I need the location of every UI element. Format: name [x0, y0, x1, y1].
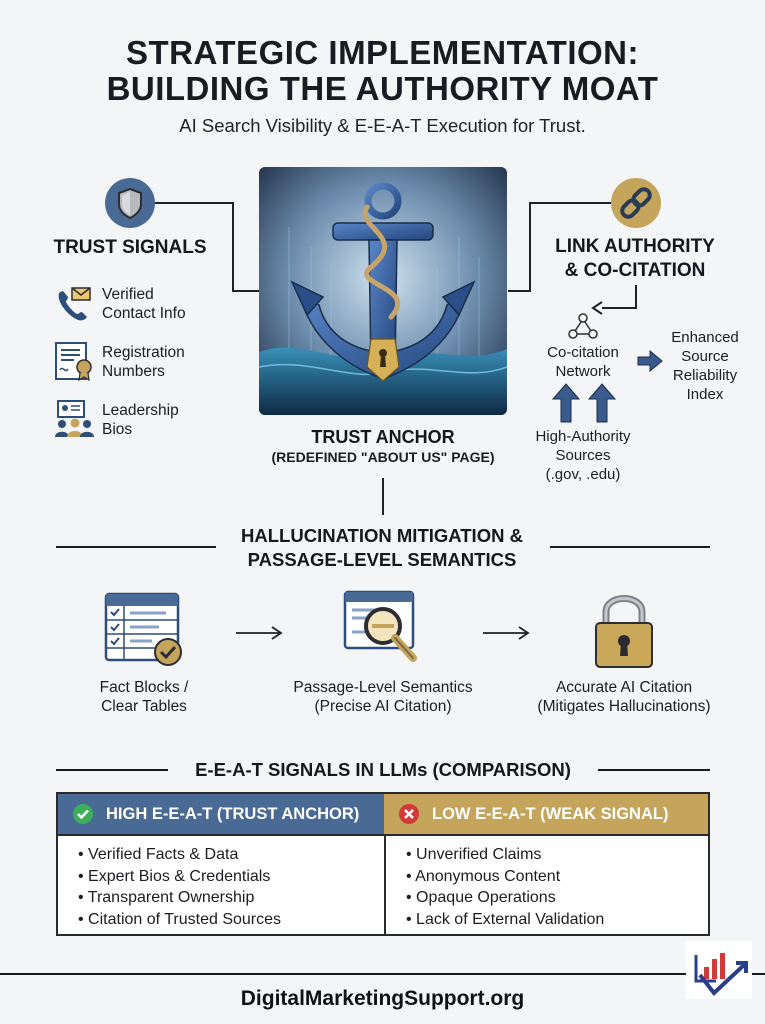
chart-arrow-logo-icon [694, 953, 748, 996]
divider-left [56, 769, 168, 771]
footer-divider [0, 973, 765, 975]
header-divider [58, 834, 708, 836]
trust-anchor-sublabel: (REDEFINED "ABOUT US" PAGE) [271, 449, 495, 465]
high-eeat-header: HIGH E-E-A-T (TRUST ANCHOR) [58, 794, 384, 834]
list-item: Verified Facts & Data [78, 844, 281, 866]
arrow-right-icon [637, 349, 663, 378]
list-item: Citation of Trusted Sources [78, 909, 281, 931]
list-item: Anonymous Content [406, 866, 604, 888]
hallucination-heading: HALLUCINATION MITIGATION & PASSAGE-LEVEL… [241, 525, 523, 570]
arrow-up-icon [587, 383, 617, 428]
arrow-right-icon [481, 625, 531, 646]
step-accurate-citation-label: Accurate AI Citation (Mitigates Hallucin… [537, 679, 711, 715]
check-circle-icon [73, 804, 93, 824]
table-check-icon [104, 592, 184, 673]
arrow-right-icon [234, 625, 284, 646]
connector-lines [152, 202, 637, 515]
eeat-heading: E-E-A-T SIGNALS IN LLMs (COMPARISON) [195, 759, 571, 780]
certificate-icon [54, 341, 94, 386]
anchor-illustration [259, 167, 507, 415]
low-eeat-label: LOW E-E-A-T (WEAK SIGNAL) [432, 805, 669, 823]
network-nodes-icon [567, 312, 599, 345]
divider-left [56, 546, 216, 548]
divider-right [598, 769, 710, 771]
title-line-2: BUILDING THE AUTHORITY MOAT [106, 70, 659, 107]
co-citation-network-label: Co-citation Network [547, 344, 619, 380]
shield-icon [105, 178, 155, 228]
chain-link-icon [611, 178, 661, 228]
column-divider [384, 834, 386, 934]
link-authority-heading: LINK AUTHORITY & CO-CITATION [555, 236, 715, 281]
team-icon [54, 399, 96, 444]
list-item: Opaque Operations [406, 887, 604, 909]
trust-item-leadership: Leadership Bios [102, 402, 179, 438]
high-eeat-label: HIGH E-E-A-T (TRUST ANCHOR) [106, 805, 360, 823]
list-item: Expert Bios & Credentials [78, 866, 281, 888]
x-circle-icon [399, 804, 419, 824]
list-item: Unverified Claims [406, 844, 604, 866]
phone-mail-icon [54, 284, 94, 329]
footer-site-name: DigitalMarketingSupport.org [240, 987, 525, 1010]
subtitle: AI Search Visibility & E-E-A-T Execution… [179, 115, 586, 136]
divider-right [550, 546, 710, 548]
trust-anchor-label: TRUST ANCHOR [311, 427, 455, 447]
trust-signals-heading: TRUST SIGNALS [53, 237, 207, 258]
list-item: Lack of External Validation [406, 909, 604, 931]
step-fact-blocks-label: Fact Blocks / Clear Tables [99, 679, 189, 715]
eeat-comparison-table: HIGH E-E-A-T (TRUST ANCHOR) LOW E-E-A-T … [56, 792, 710, 936]
low-eeat-list: Unverified Claims Anonymous Content Opaq… [406, 844, 604, 930]
site-logo [686, 941, 752, 999]
magnifier-icon [343, 590, 425, 673]
high-authority-sources-label: High-Authority Sources (.gov, .edu) [535, 428, 631, 483]
low-eeat-header: LOW E-E-A-T (WEAK SIGNAL) [384, 794, 708, 834]
trust-item-contact: Verified Contact Info [102, 286, 186, 322]
step-passage-level-label: Passage-Level Semantics (Precise AI Cita… [293, 679, 473, 715]
title-line-1: STRATEGIC IMPLEMENTATION: [126, 34, 639, 71]
trust-item-registration: Registration Numbers [102, 344, 185, 380]
high-eeat-list: Verified Facts & Data Expert Bios & Cred… [78, 844, 281, 930]
list-item: Transparent Ownership [78, 887, 281, 909]
enhanced-source-reliability-label: Enhanced Source Reliability Index [671, 329, 739, 403]
padlock-icon [592, 590, 656, 675]
arrow-up-icon [551, 383, 581, 428]
